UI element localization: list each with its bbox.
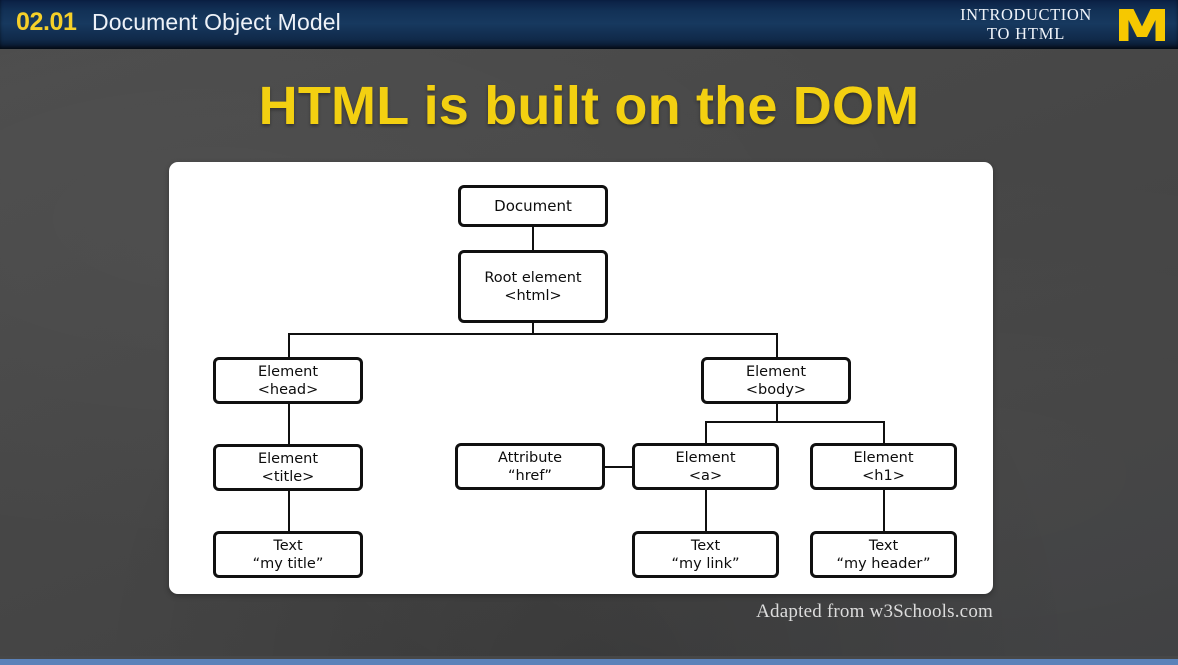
node-element-body-line-2: <body> [745, 381, 807, 398]
node-element-h1-line-1: Element [853, 449, 914, 466]
michigan-m-logo-icon [1114, 4, 1170, 45]
edge-title-text [288, 490, 290, 531]
slide-header: 02.01 Document Object Model INTRODUCTION… [0, 0, 1178, 49]
node-text-my-link-line-1: Text [690, 537, 721, 554]
node-element-head[interactable]: Element <head> [213, 357, 363, 404]
edge-root-bus [288, 333, 777, 335]
edge-bus-head [288, 333, 290, 357]
page-title: HTML is built on the DOM [258, 76, 920, 136]
edge-body-bus [705, 421, 884, 423]
node-attribute-href-line-2: “href” [508, 467, 552, 484]
node-element-body-line-1: Element [745, 363, 807, 380]
node-element-h1[interactable]: Element <h1> [810, 443, 957, 490]
edge-body-stub [776, 402, 778, 421]
node-text-my-title-line-2: “my title” [252, 555, 324, 572]
node-element-head-line-1: Element [257, 363, 319, 380]
node-element-head-line-2: <head> [257, 381, 319, 398]
node-attribute-href[interactable]: Attribute “href” [455, 443, 605, 490]
edge-bus-h1 [883, 421, 885, 444]
edge-attribute-anchor [604, 466, 634, 468]
node-text-my-title-line-1: Text [273, 537, 303, 554]
node-element-title[interactable]: Element <title> [213, 444, 363, 491]
node-element-h1-line-2: <h1> [862, 467, 905, 484]
progress-bar-track[interactable] [0, 659, 1178, 665]
node-element-title-line-2: <title> [261, 468, 315, 485]
node-element-a-line-1: Element [675, 449, 736, 466]
node-element-a-line-2: <a> [688, 467, 723, 484]
node-text-my-link-line-2: “my link” [671, 555, 740, 572]
edge-h1-text [883, 490, 885, 531]
header-lesson-number: 02.01 [16, 8, 77, 36]
node-document-line-1: Document [494, 197, 572, 215]
edge-document-root [532, 224, 534, 250]
edge-anchor-text [705, 490, 707, 531]
node-document[interactable]: Document [458, 185, 608, 227]
header-lesson-title: Document Object Model [92, 9, 341, 35]
diagram-panel: Document Root element <html> Element <he… [169, 162, 993, 594]
node-text-my-header[interactable]: Text “my header” [810, 531, 957, 578]
edge-head-title [288, 402, 290, 444]
progress-bar-fill [0, 659, 1178, 665]
course-name-line-2: TO HTML [986, 24, 1066, 43]
node-text-my-header-line-2: “my header” [836, 555, 931, 572]
node-text-my-header-line-1: Text [868, 537, 899, 554]
node-root-element[interactable]: Root element <html> [458, 250, 608, 323]
node-element-a[interactable]: Element <a> [632, 443, 779, 490]
node-root-element-line-1: Root element [484, 269, 582, 286]
edge-bus-anchor [705, 421, 707, 444]
edge-bus-body [776, 333, 778, 357]
node-text-my-title[interactable]: Text “my title” [213, 531, 363, 578]
node-root-element-line-2: <html> [504, 287, 562, 304]
dom-tree-diagram: Document Root element <html> Element <he… [169, 162, 993, 594]
node-element-body[interactable]: Element <body> [701, 357, 851, 404]
node-element-title-line-1: Element [257, 450, 319, 467]
course-name-line-1: INTRODUCTION [960, 5, 1092, 24]
node-text-my-link[interactable]: Text “my link” [632, 531, 779, 578]
node-attribute-href-line-1: Attribute [497, 449, 563, 466]
diagram-attribution: Adapted from w3Schools.com [756, 601, 993, 622]
header-course-name: INTRODUCTION TO HTML [946, 5, 1106, 43]
edge-root-stub [532, 321, 534, 333]
